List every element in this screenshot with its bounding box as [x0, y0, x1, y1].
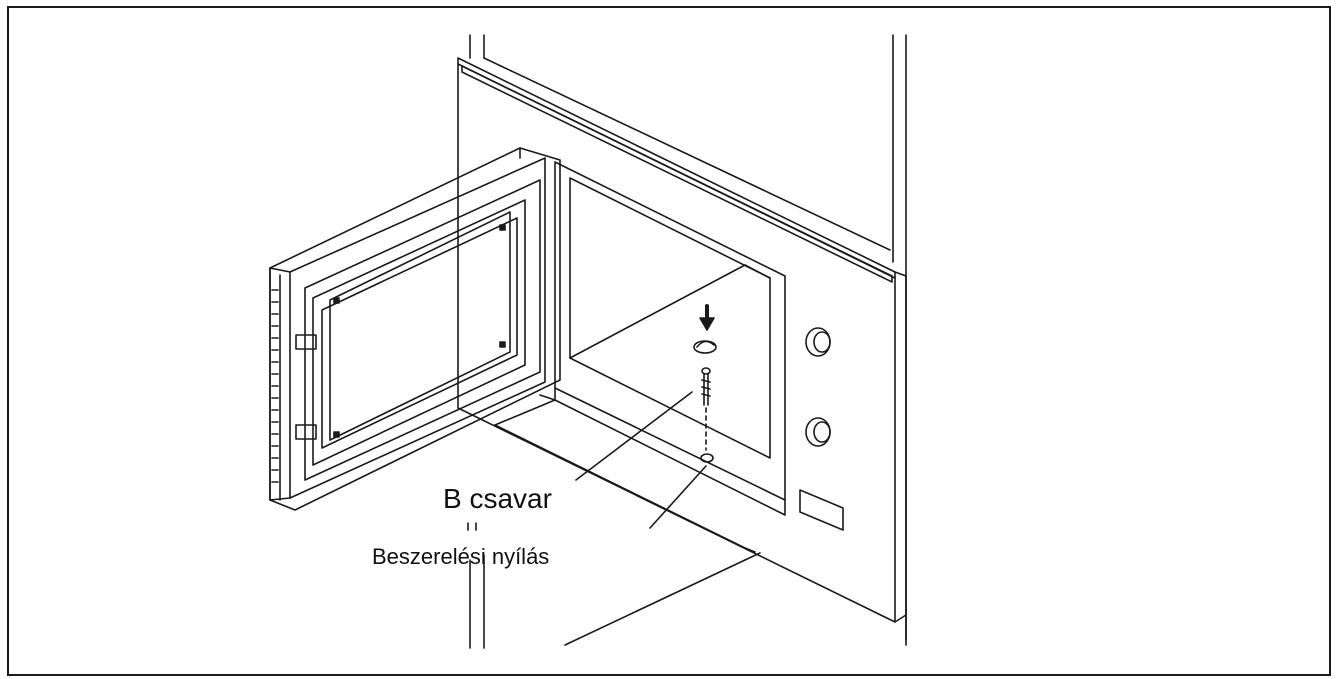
figure-frame: [7, 6, 1331, 676]
mounting-hole-label: Beszerelési nyílás: [372, 544, 550, 569]
callout-leaders: [467, 391, 707, 531]
appliance-front-frame: [457, 57, 907, 623]
screw-b-label: B csavar: [443, 483, 552, 514]
open-door: [269, 147, 561, 511]
cavity-opening: [494, 161, 786, 516]
screw-assembly: [693, 304, 717, 463]
control-panel: [799, 327, 844, 531]
